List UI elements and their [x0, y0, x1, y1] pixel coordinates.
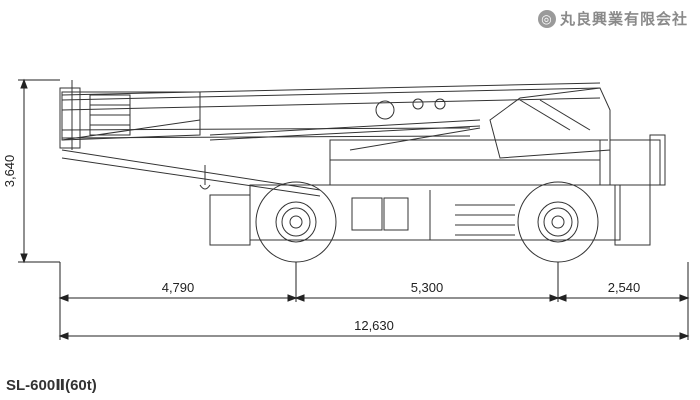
front-wheel: [255, 181, 337, 263]
company-name: 丸良興業有限会社: [559, 11, 688, 28]
company-logo-icon: ◎: [537, 9, 556, 28]
company-brand: ◎ 丸良興業有限会社: [537, 8, 688, 29]
rear-wheel: [517, 181, 599, 263]
boom: [61, 82, 601, 197]
dimension-height: 3,640: [2, 155, 17, 188]
dimension-front-overhang: 4,790: [162, 280, 195, 295]
model-label: SL-600Ⅱ(60t): [6, 377, 97, 394]
dimension-overall-length: 12,630: [354, 318, 394, 333]
dimension-wheelbase: 5,300: [411, 280, 444, 295]
dimension-rear-overhang: 2,540: [608, 280, 641, 295]
boom-head: [59, 80, 211, 190]
turntable: [329, 134, 666, 186]
crane-outline: [59, 80, 666, 263]
carrier: [209, 184, 651, 246]
dimension-lines: [18, 78, 690, 340]
lift-cylinder: [209, 98, 481, 151]
